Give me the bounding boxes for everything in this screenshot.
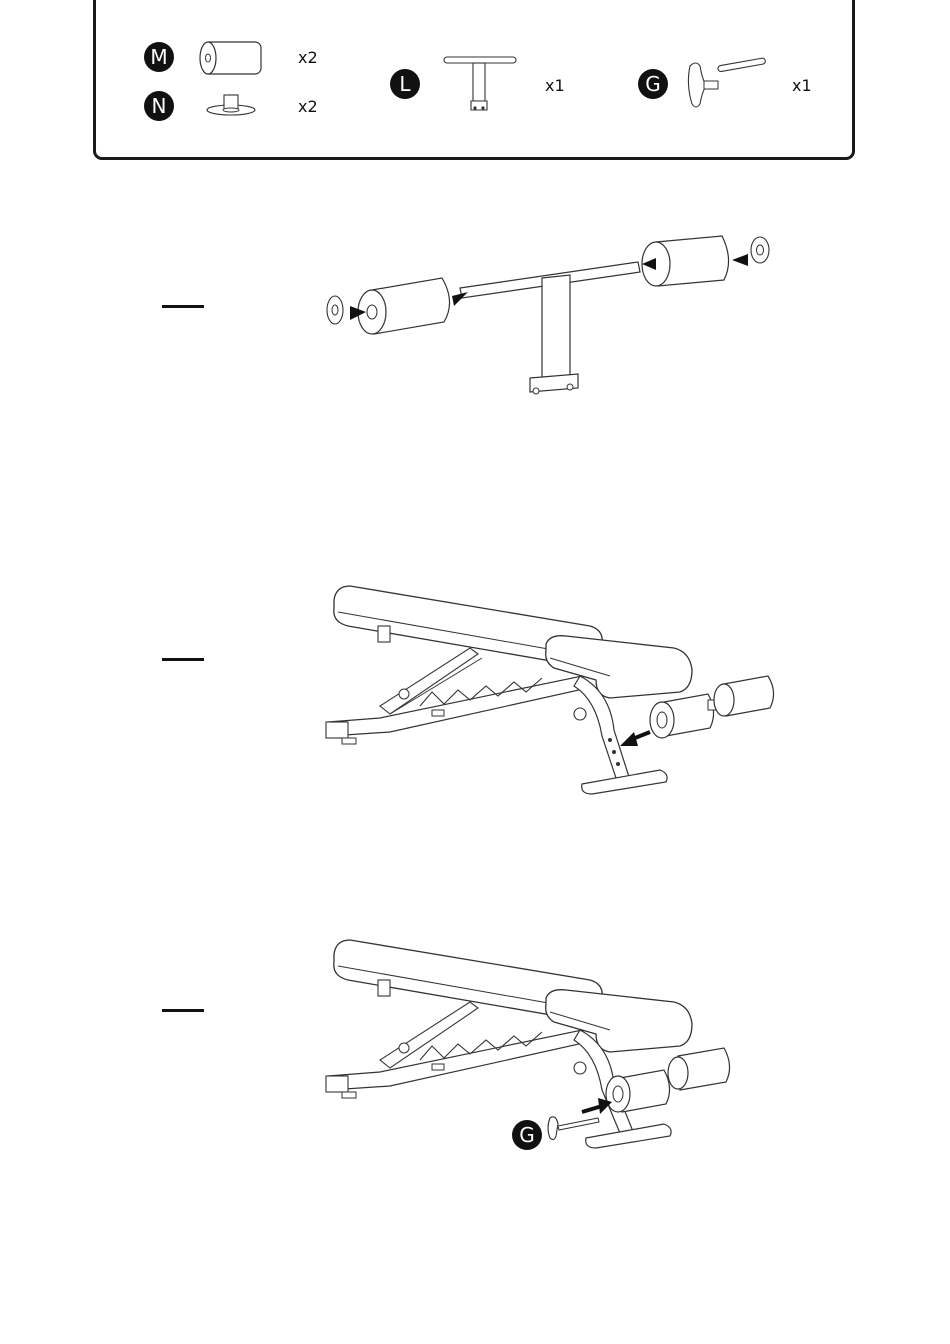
bench-roller-insert-figure <box>320 580 790 800</box>
part-n-quantity: x2 <box>298 97 318 116</box>
end-cap-icon <box>204 92 258 118</box>
foam-roller-icon <box>195 38 271 78</box>
step-2-number-line <box>162 658 204 661</box>
part-l-badge: L <box>390 69 420 99</box>
step-3-part-g-badge: G <box>512 1120 542 1150</box>
step-1-number-line <box>162 305 204 308</box>
knob-pin-icon <box>684 58 770 114</box>
part-m-badge: M <box>144 42 174 72</box>
t-bar-leg-holder-icon <box>440 52 522 116</box>
part-g-badge: G <box>638 69 668 99</box>
part-n-badge: N <box>144 91 174 121</box>
roller-assembly-figure <box>320 228 780 403</box>
part-g-quantity: x1 <box>792 76 812 95</box>
step-3-number-line <box>162 1009 204 1012</box>
part-l-quantity: x1 <box>545 76 565 95</box>
part-m-quantity: x2 <box>298 48 318 67</box>
